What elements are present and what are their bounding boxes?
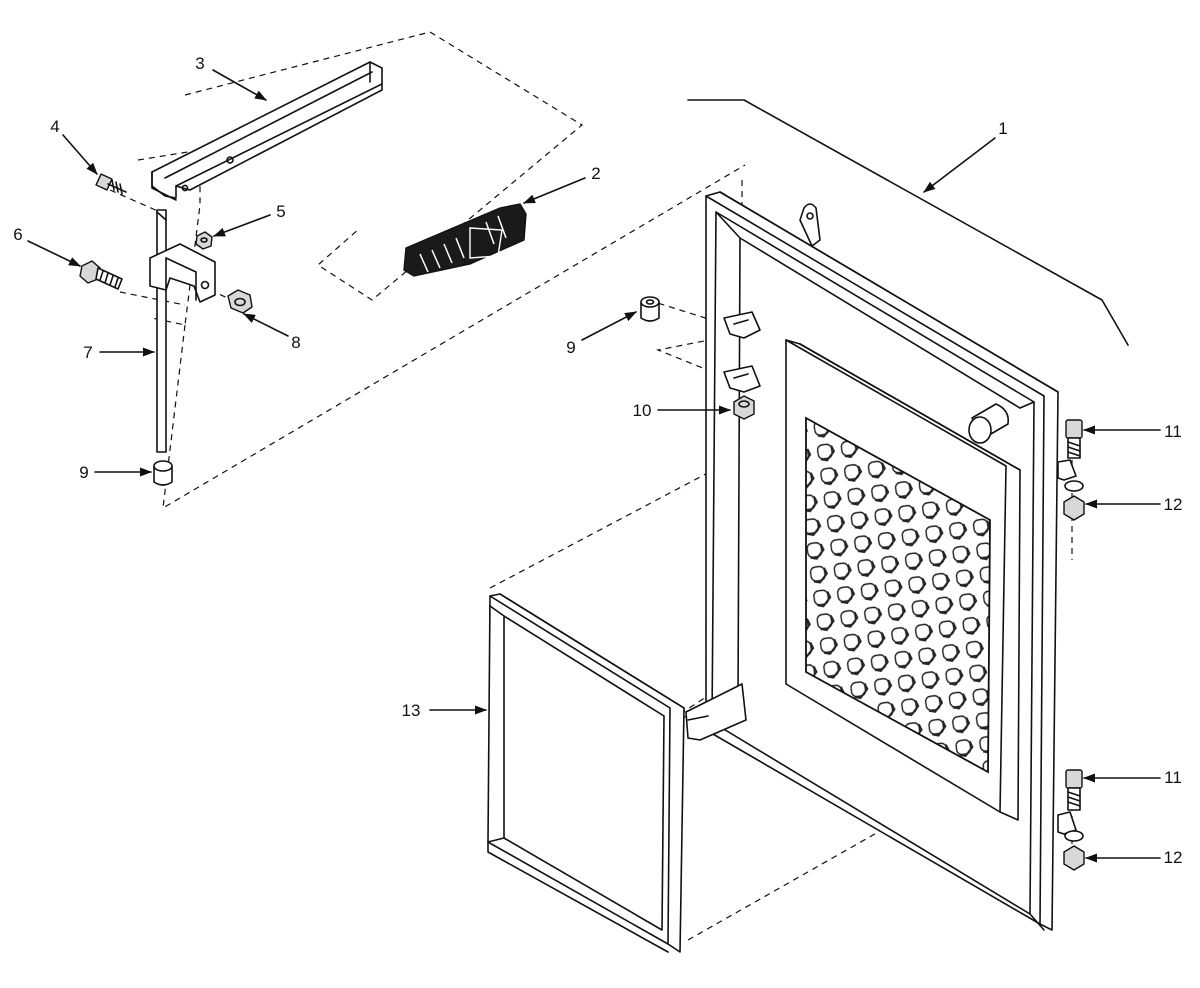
leader-arrow-6: [27, 240, 81, 267]
callout-leaders: [27, 69, 1161, 863]
door-frame-part: [685, 191, 1077, 931]
callout-label-4: 4: [50, 117, 59, 136]
frame-outline-line: [687, 99, 1129, 346]
callout-label-11a: 11: [1164, 422, 1182, 441]
leader-arrow-2: [523, 177, 586, 204]
bolt-part: [79, 260, 123, 290]
callout-label-10: 10: [633, 401, 652, 420]
bracket-part: [149, 243, 216, 303]
leader-arrow-4: [62, 134, 98, 175]
handle-grip-part: [403, 203, 527, 277]
leader-arrow-9b: [581, 311, 637, 341]
nut-part: [227, 289, 253, 314]
leader-arrow-3: [212, 69, 267, 101]
small-nut-part: [195, 231, 213, 250]
leader-arrow-1: [923, 137, 996, 193]
callout-label-2: 2: [591, 164, 600, 183]
hinge-bolt-part-lower: [1065, 769, 1083, 811]
callout-label-6: 6: [13, 225, 22, 244]
callout-label-1: 1: [998, 119, 1007, 138]
hinge-nut-part-lower: [1063, 830, 1085, 871]
hex-nut-part-10: [733, 395, 755, 420]
callout-label-3: 3: [195, 54, 204, 73]
leader-arrow-8: [243, 313, 289, 337]
callout-label-7: 7: [83, 343, 92, 362]
vertical-rod-part: [156, 209, 167, 453]
hinge-nut-part-upper: [1063, 480, 1085, 521]
hinge-bolt-part-upper: [1065, 419, 1083, 459]
callout-label-12a: 12: [1164, 495, 1183, 514]
small-screw-part: [95, 173, 127, 195]
callout-label-8: 8: [291, 333, 300, 352]
callout-label-11b: 11: [1164, 768, 1182, 787]
callout-label-13: 13: [402, 701, 421, 720]
callout-label-5: 5: [276, 202, 285, 221]
channel-rail-part: [151, 61, 383, 201]
bushing-part-left: [153, 460, 173, 486]
callout-labels: 1 2 3 4 5 6 7 8 9 9 10 11 12 11 12 13: [13, 54, 1182, 867]
callout-label-12b: 12: [1164, 848, 1183, 867]
glass-panel-frame-part: [487, 593, 685, 953]
bushing-part-right: [640, 296, 660, 322]
leader-arrow-5: [213, 214, 271, 237]
callout-label-9a: 9: [79, 463, 88, 482]
callout-label-9b: 9: [566, 338, 575, 357]
